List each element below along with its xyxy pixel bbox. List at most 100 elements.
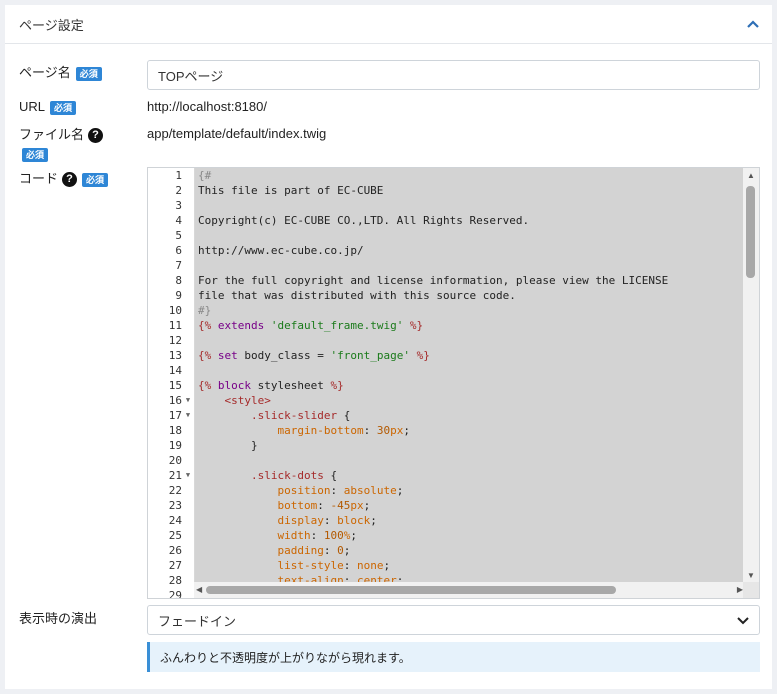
fold-caret-icon[interactable]: ▼ bbox=[185, 396, 191, 404]
line-number: 6 bbox=[175, 244, 182, 257]
code-line[interactable]: 26 padding: 0; bbox=[148, 543, 708, 558]
line-number: 22 bbox=[168, 484, 182, 497]
code-token: http://www.ec-cube.co.jp/ bbox=[198, 244, 364, 257]
code-line[interactable]: 18 margin-bottom: 30px; bbox=[148, 423, 708, 438]
vertical-scrollbar[interactable]: ▲ ▼ bbox=[743, 168, 759, 584]
code-token: : bbox=[330, 484, 344, 497]
fold-spacer bbox=[182, 588, 194, 598]
code-line[interactable]: 10#} bbox=[148, 303, 708, 318]
code-text: This file is part of EC-CUBE bbox=[194, 183, 383, 198]
code-token: ; bbox=[363, 499, 371, 512]
line-number: 29 bbox=[168, 589, 182, 599]
code-token: ; bbox=[343, 544, 351, 557]
code-token: .slick-dots bbox=[250, 469, 324, 482]
code-token bbox=[198, 409, 251, 422]
code-text: #} bbox=[194, 303, 211, 318]
url-value: http://localhost:8180/ bbox=[147, 99, 267, 114]
code-token: %} bbox=[409, 349, 430, 362]
scroll-left-icon[interactable]: ◀ bbox=[196, 585, 203, 594]
chevron-down-icon bbox=[737, 613, 749, 628]
code-token: This file is part of EC-CUBE bbox=[198, 184, 384, 197]
fold-spacer bbox=[182, 423, 194, 438]
file-name-required: 必須 bbox=[19, 146, 49, 162]
code-line[interactable]: 6 http://www.ec-cube.co.jp/ bbox=[148, 243, 708, 258]
code-text: .slick-dots { bbox=[194, 468, 337, 483]
question-circle-icon[interactable]: ? bbox=[88, 128, 104, 144]
chevron-up-icon[interactable] bbox=[746, 17, 760, 31]
page-name-input[interactable] bbox=[147, 60, 760, 90]
question-circle-icon[interactable]: ? bbox=[62, 172, 78, 188]
line-number: 27 bbox=[168, 559, 182, 572]
code-token bbox=[198, 394, 225, 407]
code-token: margin-bottom bbox=[277, 424, 364, 437]
fold-caret-icon[interactable]: ▼ bbox=[185, 471, 191, 479]
code-line[interactable]: 3 bbox=[148, 198, 708, 213]
code-token: file that was distributed with this sour… bbox=[198, 289, 516, 302]
code-line[interactable]: 20 bbox=[148, 453, 708, 468]
vertical-scroll-thumb[interactable] bbox=[746, 186, 755, 278]
scroll-right-icon[interactable]: ▶ bbox=[736, 585, 743, 594]
fold-spacer bbox=[182, 183, 194, 198]
code-token: ; bbox=[396, 574, 404, 587]
code-token: {# bbox=[198, 169, 212, 182]
card-header[interactable]: ページ設定 bbox=[5, 5, 772, 44]
scroll-down-icon[interactable]: ▼ bbox=[747, 571, 755, 580]
code-line[interactable]: 19 } bbox=[148, 438, 708, 453]
code-line[interactable]: 5 bbox=[148, 228, 708, 243]
code-line[interactable]: 25 width: 100%; bbox=[148, 528, 708, 543]
line-number: 8 bbox=[175, 274, 182, 287]
code-line[interactable]: 17▼ .slick-slider { bbox=[148, 408, 708, 423]
fold-caret-icon[interactable]: ▼ bbox=[185, 411, 191, 419]
code-token: block bbox=[211, 379, 258, 392]
code-token: px bbox=[390, 424, 404, 437]
code-line[interactable]: 11{% extends 'default_frame.twig' %} bbox=[148, 318, 708, 333]
code-token bbox=[198, 514, 277, 527]
code-line[interactable]: 29 bbox=[148, 588, 708, 599]
effect-select[interactable]: フェードイン bbox=[147, 605, 760, 635]
code-line[interactable]: 23 bottom: -45px; bbox=[148, 498, 708, 513]
code-token bbox=[198, 544, 277, 557]
line-number: 12 bbox=[168, 334, 182, 347]
code-line[interactable]: 27 list-style: none; bbox=[148, 558, 708, 573]
code-line[interactable]: 22 position: absolute; bbox=[148, 483, 708, 498]
file-name-value: app/template/default/index.twig bbox=[147, 126, 327, 141]
code-line[interactable]: 21▼ .slick-dots { bbox=[148, 468, 708, 483]
line-number: 1 bbox=[175, 169, 182, 182]
code-token bbox=[198, 529, 277, 542]
horizontal-scrollbar[interactable]: ◀ ▶ bbox=[194, 582, 745, 598]
code-token: ; bbox=[396, 484, 404, 497]
code-line[interactable]: 1 {# bbox=[148, 168, 708, 183]
code-text: file that was distributed with this sour… bbox=[194, 288, 516, 303]
horizontal-scroll-thumb[interactable] bbox=[206, 586, 616, 594]
fold-spacer bbox=[182, 528, 194, 543]
code-token: Copyright(c) EC-CUBE CO.,LTD. All Rights… bbox=[198, 214, 530, 227]
code-token: ; bbox=[370, 514, 377, 527]
code-token: 0 bbox=[337, 544, 344, 557]
scroll-up-icon[interactable]: ▲ bbox=[747, 171, 755, 180]
fold-spacer bbox=[182, 228, 194, 243]
code-token bbox=[198, 499, 277, 512]
code-token bbox=[198, 424, 277, 437]
code-line[interactable]: 24 display: block; bbox=[148, 513, 708, 528]
code-line[interactable]: 16▼ <style> bbox=[148, 393, 708, 408]
code-line[interactable]: 12 bbox=[148, 333, 708, 348]
code-token: display bbox=[277, 514, 324, 527]
code-line[interactable]: 14 bbox=[148, 363, 708, 378]
line-number: 18 bbox=[168, 424, 182, 437]
line-number: 19 bbox=[168, 439, 182, 452]
code-line[interactable]: 13{% set body_class = 'front_page' %} bbox=[148, 348, 708, 363]
code-line[interactable]: 15{% block stylesheet %} bbox=[148, 378, 708, 393]
code-token: #} bbox=[198, 304, 212, 317]
code-line[interactable]: 7 bbox=[148, 258, 708, 273]
code-token: set bbox=[211, 349, 245, 362]
line-number: 20 bbox=[168, 454, 182, 467]
fold-spacer bbox=[182, 378, 194, 393]
code-token: -45 bbox=[330, 499, 351, 512]
